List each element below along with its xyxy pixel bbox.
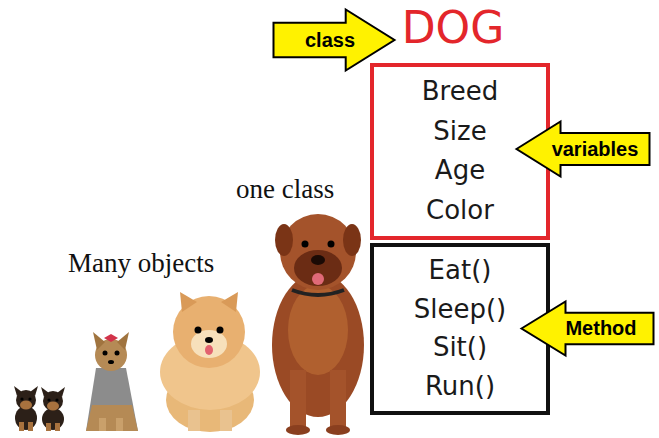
method-name: Eat() [429, 256, 492, 286]
arrow-label: variables [552, 138, 639, 161]
yorkie [86, 332, 138, 431]
caption-text: Many objects [68, 248, 268, 279]
method-name: Sit() [433, 333, 487, 363]
puppies [14, 386, 65, 431]
variable-name: Color [426, 196, 494, 226]
method-arrow: Method [520, 300, 655, 357]
variables-arrow: variables [515, 120, 651, 178]
method-name: Run() [425, 372, 495, 402]
variable-name: Age [435, 156, 485, 186]
mastiff [272, 214, 364, 435]
variable-name: Size [433, 117, 486, 147]
arrow-outline [274, 10, 395, 71]
caption-text: one class [236, 174, 376, 205]
method-name: Sleep() [414, 295, 507, 325]
arrow-text-area: variables [541, 120, 649, 178]
arrow-label: Method [565, 317, 636, 340]
arrow-outline [517, 122, 650, 177]
arrow-label: class [305, 29, 355, 52]
pomeranian [160, 292, 260, 432]
variable-name: Breed [422, 77, 498, 107]
class-name: DOG [398, 2, 508, 53]
arrow-text-area: class [280, 8, 380, 72]
arrow-outline [522, 302, 654, 356]
arrow-text-area: Method [550, 300, 652, 357]
